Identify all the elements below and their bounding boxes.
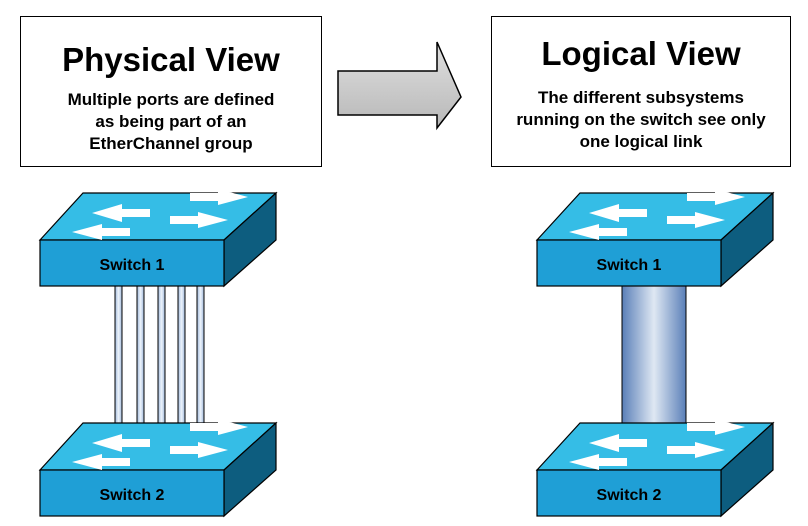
logical-view-description: The different subsystems running on the …: [516, 88, 766, 151]
physical-switch-2-label: Switch 2: [100, 487, 165, 504]
logical-view-title: Logical View: [541, 35, 741, 72]
physical-switch-1: Switch 1: [38, 189, 278, 288]
physical-etherchannel-cables: [114, 284, 205, 426]
logical-switch-1: Switch 1: [535, 189, 775, 288]
physical-switch-1-label: Switch 1: [100, 257, 165, 274]
physical-view-description: Multiple ports are defined as being part…: [67, 90, 275, 153]
physical-view-title: Physical View: [62, 41, 280, 78]
transition-arrow-icon: [337, 41, 462, 131]
logical-switch-2: Switch 2: [535, 419, 775, 518]
logical-link: [621, 284, 687, 426]
physical-view-box: Physical View Multiple ports are defined…: [20, 16, 322, 167]
logical-switch-1-label: Switch 1: [597, 257, 662, 274]
logical-view-box: Logical View The different subsystems ru…: [491, 16, 791, 167]
logical-switch-2-label: Switch 2: [597, 487, 662, 504]
physical-switch-2: Switch 2: [38, 419, 278, 518]
